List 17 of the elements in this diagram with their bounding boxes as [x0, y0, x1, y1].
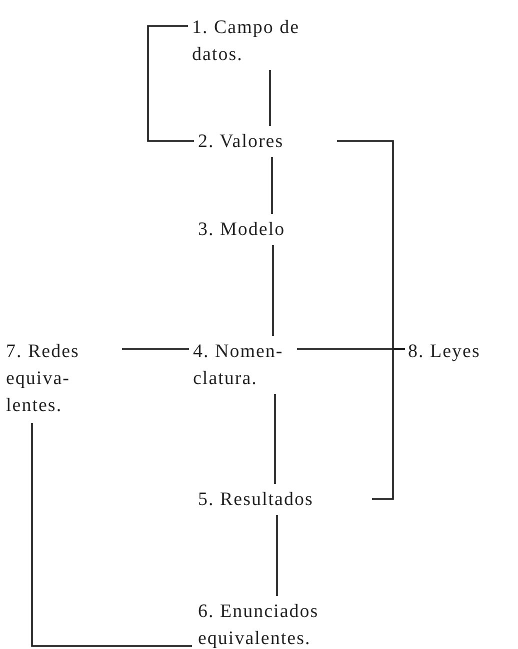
connector-line — [147, 25, 194, 142]
connector-line — [269, 70, 271, 126]
node-label: 8. Leyes — [408, 340, 480, 364]
connector-line — [276, 515, 278, 596]
connector-line — [372, 348, 405, 500]
node-label: 5. Resultados — [198, 488, 314, 512]
node-label: 1. Campo de datos. — [192, 16, 301, 67]
node-label: 7. Redes equiva- lentes. — [6, 340, 80, 418]
connector-line — [122, 348, 189, 350]
connector-line — [274, 394, 276, 484]
node-label: 6. Enunciados equivalentes. — [198, 600, 320, 649]
node-label: 3. Modelo — [198, 218, 286, 242]
connector-line — [272, 245, 274, 336]
node-label: 2. Valores — [198, 130, 284, 154]
connector-line — [271, 157, 273, 214]
node-label: 4. Nomen- clatura. — [193, 340, 284, 391]
connector-line — [31, 423, 192, 647]
